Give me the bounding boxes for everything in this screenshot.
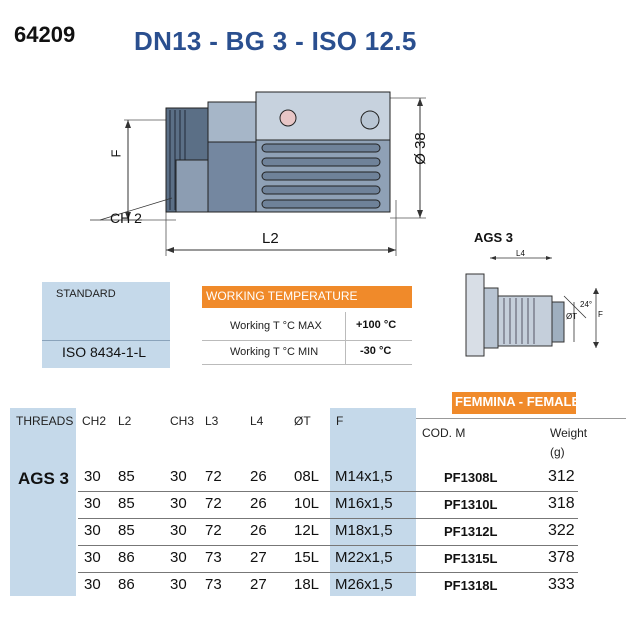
ags-angle-label: 24°: [580, 300, 593, 309]
table-cell-l4: 27: [250, 549, 267, 566]
wt-min-value: -30 °C: [360, 345, 392, 357]
table-cell-l4: 26: [250, 495, 267, 512]
page-title: DN13 - BG 3 - ISO 12.5: [134, 26, 417, 56]
table-cell-ot: 08L: [294, 468, 320, 485]
coupling-drawing: [90, 91, 426, 256]
table-cell-ch2: 30: [84, 468, 101, 485]
standard-value: ISO 8434-1-L: [62, 344, 147, 360]
table-cell-l3: 72: [205, 495, 222, 512]
table-cell-f: M26x1,5: [335, 576, 393, 593]
header-weight: Weight: [550, 426, 588, 440]
table-cell-weight: 333: [548, 576, 575, 593]
header-f: F: [336, 414, 344, 428]
working-temperature-title: WORKING TEMPERATURE: [206, 289, 358, 303]
ags-fitting-drawing: [465, 256, 599, 357]
wt-divider-1: [202, 340, 412, 341]
header-l2: L2: [118, 414, 132, 428]
table-cell-f: M18x1,5: [335, 522, 393, 539]
ags-f-label: F: [598, 310, 603, 319]
table-cell-ch2: 30: [84, 522, 101, 539]
working-temperature-header: [202, 286, 412, 308]
ags-ot-label: ØT: [566, 312, 578, 321]
wt-max-value: +100 °C: [356, 319, 397, 331]
threads-column-bg: [10, 408, 76, 596]
table-cell-weight: 378: [548, 549, 575, 566]
table-cell-l3: 72: [205, 468, 222, 485]
table-cell-cod: PF1318L: [444, 578, 498, 593]
table-cell-l2: 85: [118, 468, 135, 485]
dim-f-label: F: [108, 149, 124, 158]
table-cell-ch2: 30: [84, 549, 101, 566]
table-cell-f: M14x1,5: [335, 468, 393, 485]
header-l3: L3: [205, 414, 219, 428]
table-cell-weight: 322: [548, 522, 575, 539]
table-cell-l4: 26: [250, 522, 267, 539]
table-row-divider: [78, 545, 578, 546]
table-cell-ot: 12L: [294, 522, 320, 539]
table-cell-cod: PF1308L: [444, 470, 498, 485]
standard-box: [42, 282, 170, 368]
wt-max-label: Working T °C MAX: [230, 320, 322, 332]
table-cell-weight: 312: [548, 468, 575, 485]
dim-ch2-label: CH 2: [110, 210, 142, 226]
header-ot: ØT: [294, 414, 311, 428]
header-threads: THREADS: [16, 414, 74, 428]
table-row-divider: [78, 518, 578, 519]
thread-value: AGS 3: [18, 469, 70, 488]
wt-divider-vertical: [345, 312, 346, 364]
female-section-header: [452, 392, 576, 414]
header-ch2: CH2: [82, 414, 107, 428]
header-divider: [416, 418, 626, 419]
dim-l2-label: L2: [262, 230, 279, 247]
header-weight-unit: (g): [550, 445, 565, 459]
table-cell-l2: 86: [118, 549, 135, 566]
table-cell-f: M22x1,5: [335, 549, 393, 566]
table-cell-ch3: 30: [170, 495, 187, 512]
ags-l4-label: L4: [516, 249, 525, 258]
table-cell-l2: 85: [118, 495, 135, 512]
table-cell-ot: 15L: [294, 549, 320, 566]
header-ch3: CH3: [170, 414, 195, 428]
standard-divider: [42, 340, 170, 341]
wt-min-label: Working T °C MIN: [230, 346, 319, 358]
table-cell-f: M16x1,5: [335, 495, 393, 512]
table-cell-l3: 73: [205, 576, 222, 593]
table-row-divider: [78, 572, 578, 573]
table-cell-ot: 18L: [294, 576, 320, 593]
f-column-bg: [330, 408, 416, 596]
header-cod: COD. M: [422, 426, 466, 440]
table-cell-l2: 86: [118, 576, 135, 593]
table-cell-cod: PF1312L: [444, 524, 498, 539]
table-row-divider: [78, 491, 578, 492]
wt-divider-2: [202, 364, 412, 365]
table-cell-ch3: 30: [170, 522, 187, 539]
standard-label: STANDARD: [56, 288, 116, 300]
table-cell-l4: 27: [250, 576, 267, 593]
table-cell-cod: PF1310L: [444, 497, 498, 512]
table-cell-l3: 72: [205, 522, 222, 539]
product-code: 64209: [14, 22, 76, 47]
table-cell-ch2: 30: [84, 576, 101, 593]
female-section-title: FEMMINA - FEMALE: [455, 394, 581, 409]
table-cell-weight: 318: [548, 495, 575, 512]
header-l4: L4: [250, 414, 264, 428]
table-cell-ch2: 30: [84, 495, 101, 512]
table-cell-ch3: 30: [170, 549, 187, 566]
table-cell-l2: 85: [118, 522, 135, 539]
table-cell-l3: 73: [205, 549, 222, 566]
table-cell-ch3: 30: [170, 576, 187, 593]
table-cell-ot: 10L: [294, 495, 320, 512]
table-cell-ch3: 30: [170, 468, 187, 485]
ags-drawing-title: AGS 3: [474, 230, 514, 245]
table-cell-cod: PF1315L: [444, 551, 498, 566]
table-cell-l4: 26: [250, 468, 267, 485]
dim-diameter-label: Ø 38: [411, 132, 429, 165]
